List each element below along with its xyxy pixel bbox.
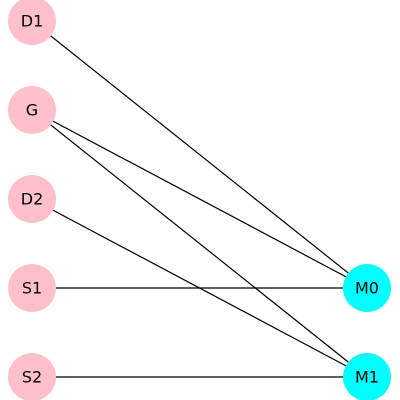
node-label-s1: S1 [22,279,42,298]
node-label-d2: D2 [21,190,44,209]
node-circle-s1 [8,264,56,312]
node-circle-m1 [343,353,391,400]
node-circle-d1 [8,0,56,45]
node-label-m0: M0 [355,279,379,298]
node-circle-s2 [8,353,56,400]
node-label-d1: D1 [21,12,44,31]
node-circle-d2 [8,175,56,223]
node-m1: M1 [343,353,391,400]
node-d1: D1 [8,0,56,45]
edge-g-m1 [31,109,368,378]
node-circle-g [8,86,56,134]
node-label-s2: S2 [22,368,42,387]
node-d2: D2 [8,175,56,223]
node-label-g: G [26,101,38,120]
node-circle-m0 [343,264,391,312]
node-label-m1: M1 [355,368,379,387]
node-s1: S1 [8,264,56,312]
node-s2: S2 [8,353,56,400]
edge-d1-m0 [31,20,368,289]
edge-g-m0 [31,109,368,289]
node-m0: M0 [343,264,391,312]
node-g: G [8,86,56,134]
edge-layer [31,20,368,378]
